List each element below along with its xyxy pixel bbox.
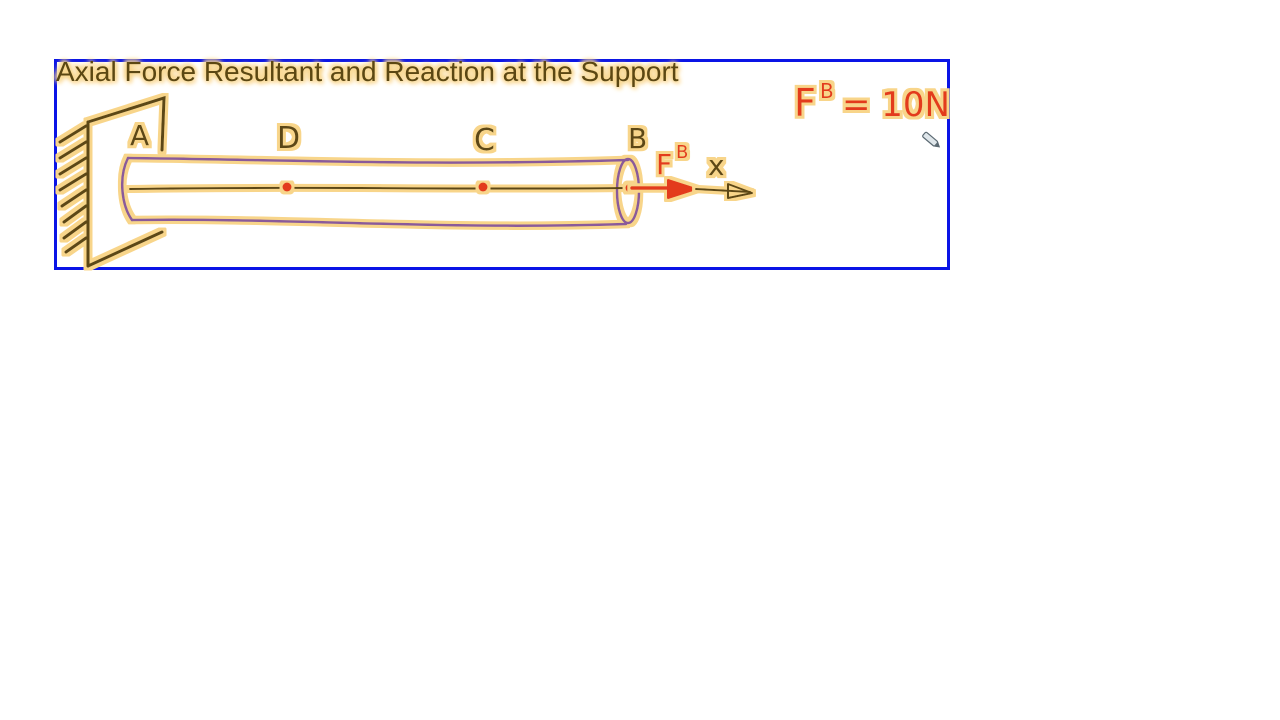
pen-cursor-icon (922, 131, 941, 148)
equation-lhs: F (794, 81, 816, 125)
label-axis: x (708, 149, 725, 182)
label-d: D (277, 121, 300, 156)
equation-rhs: = 10N (842, 85, 950, 125)
label-a: A (130, 119, 149, 152)
point-c (478, 182, 488, 192)
beam-body (121, 156, 641, 227)
label-b: B (628, 122, 647, 155)
point-d (282, 182, 292, 192)
selection-frame (54, 59, 950, 270)
label-c: C (474, 123, 495, 158)
label-force-sup: B (676, 142, 688, 163)
beam-points (282, 182, 635, 193)
page-title: Axial Force Resultant and Reaction at th… (56, 56, 679, 87)
label-force: F (656, 148, 672, 181)
point-b (625, 183, 635, 193)
x-axis-arrow (695, 183, 753, 199)
equation-lhs-sup: B (820, 79, 834, 103)
wall-support (58, 95, 166, 268)
force-arrow (630, 179, 697, 199)
